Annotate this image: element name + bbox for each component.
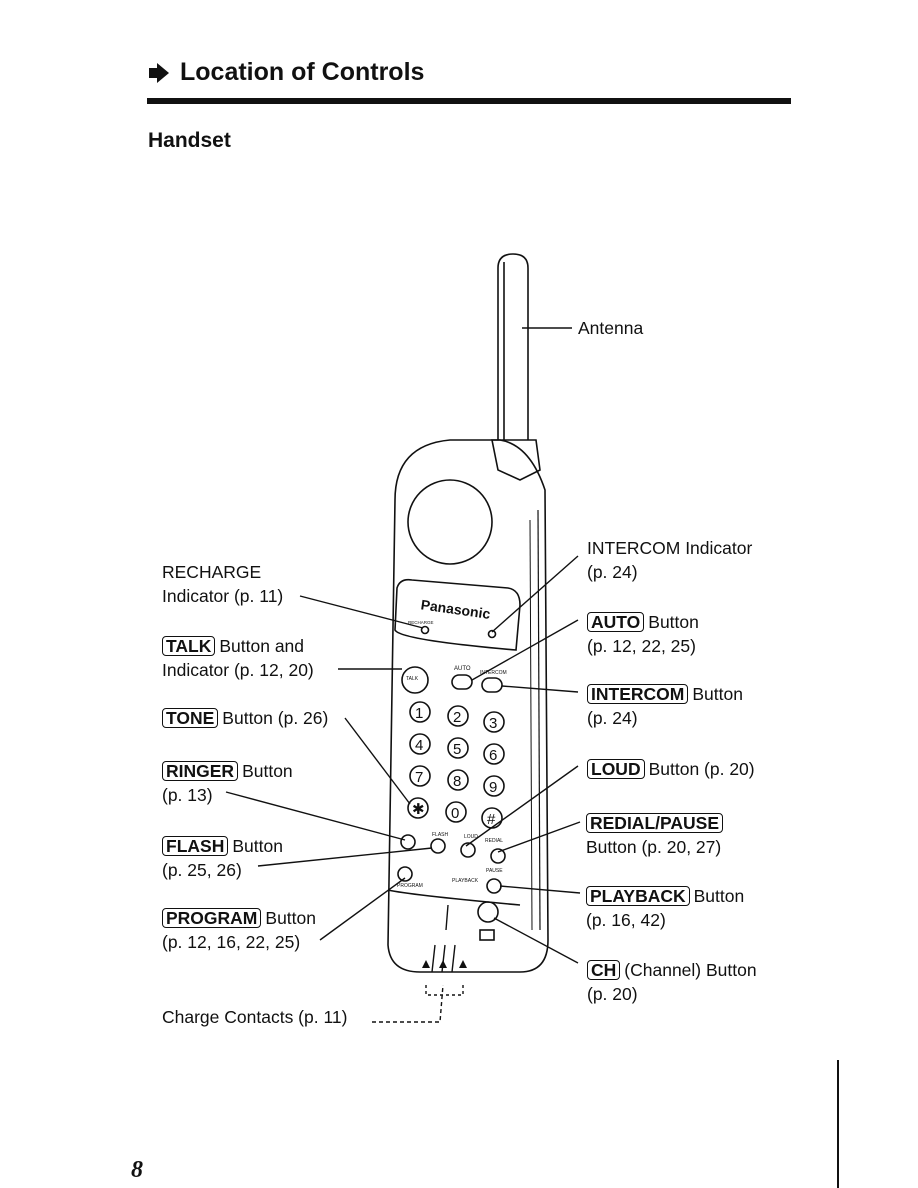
label-charge-contacts: Charge Contacts (p. 11) <box>162 1007 348 1027</box>
intercom-key: INTERCOM <box>587 684 689 704</box>
intercom-key-label: INTERCOM <box>480 670 507 676</box>
key-8: 8 <box>453 773 461 790</box>
program-key-label: PROGRAM <box>397 883 423 889</box>
loud-key: LOUD <box>587 759 645 779</box>
tone-key: TONE <box>162 708 219 728</box>
label-redial-pause-button: REDIAL/PAUSE Button (p. 20, 27) <box>586 813 723 857</box>
ch-key-label: CH <box>482 935 491 941</box>
key-hash: # <box>487 811 496 828</box>
key-0: 0 <box>451 805 459 822</box>
key-star: ✱ <box>412 801 425 818</box>
playback-key-label: PLAYBACK <box>452 878 479 884</box>
label-ch-button: CH(Channel) Button (p. 20) <box>587 960 757 1004</box>
key-3: 3 <box>489 715 497 732</box>
key-2: 2 <box>453 709 461 726</box>
key-9: 9 <box>489 779 497 796</box>
talk-button-shape <box>401 666 429 694</box>
arrow-icon <box>149 62 169 83</box>
antenna <box>497 253 529 440</box>
brand-panel <box>394 578 521 651</box>
page-title: Location of Controls <box>180 58 425 86</box>
recharge-key-label: RECHARGE <box>408 620 434 625</box>
key-1: 1 <box>415 705 423 722</box>
label-antenna: Antenna <box>578 318 644 338</box>
key-7: 7 <box>415 769 423 786</box>
label-intercom-indicator: INTERCOM Indicator (p. 24) <box>587 538 753 582</box>
key-4: 4 <box>415 737 423 754</box>
program-key: PROGRAM <box>162 908 262 928</box>
margin-rule <box>837 1060 839 1188</box>
page-heading: Location of Controls <box>148 58 424 87</box>
auto-key-label: AUTO <box>454 666 471 672</box>
pause-key-label: PAUSE <box>486 868 503 874</box>
talk-key-label: TALK <box>406 676 419 682</box>
auto-key: AUTO <box>587 612 645 632</box>
talk-key: TALK <box>162 636 216 656</box>
ringer-key: RINGER <box>162 761 239 781</box>
flash-key-label: FLASH <box>432 832 449 838</box>
section-title: Handset <box>148 129 231 152</box>
key-5: 5 <box>453 741 461 758</box>
loud-key-label: LOUD <box>464 834 478 840</box>
ch-key: CH <box>587 960 621 980</box>
handset-body <box>387 439 549 973</box>
key-6: 6 <box>489 747 497 764</box>
earpiece <box>407 479 493 565</box>
playback-key: PLAYBACK <box>586 886 690 906</box>
redial-pause-key: REDIAL/PAUSE <box>586 813 723 833</box>
title-rule <box>147 98 791 104</box>
redial-key-label: REDIAL <box>485 838 503 844</box>
label-recharge-indicator: RECHARGE Indicator (p. 11) <box>162 562 284 606</box>
flash-key: FLASH <box>162 836 229 856</box>
page-number: 8 <box>131 1157 143 1183</box>
brand-logo: Panasonic <box>420 596 492 622</box>
